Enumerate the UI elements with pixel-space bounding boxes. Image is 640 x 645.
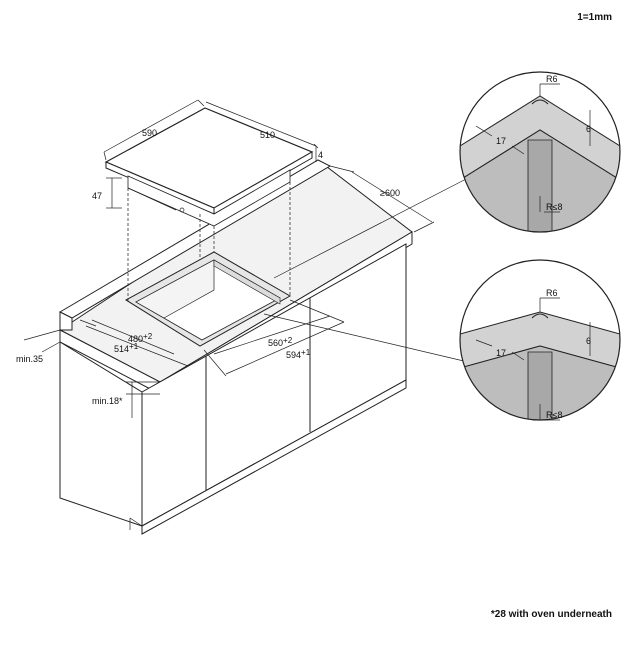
hob-depth-label: 510	[260, 130, 275, 140]
worktop-depth-label: ≥600	[380, 188, 400, 198]
cutout-width-2-label: 594+1	[286, 348, 311, 360]
hob	[104, 107, 314, 227]
cabinet	[58, 159, 413, 535]
cabinet-plinth	[141, 379, 407, 535]
leader-top	[273, 177, 469, 279]
cutout-depth-1-label: 480+2	[128, 332, 153, 344]
dimension-lines	[23, 99, 435, 418]
footnote: *28 with oven underneath	[490, 609, 612, 620]
detail-top-thickness: 6	[586, 124, 591, 134]
cutout	[125, 251, 292, 347]
leader-bottom	[263, 313, 469, 363]
scale-note: 1=1mm	[577, 12, 612, 23]
hob-height-label: 47	[92, 191, 102, 201]
detail-bottom-radius-bottom: R≤8	[546, 410, 562, 420]
cutout-depth-2-label: 514+1	[114, 342, 139, 354]
cutout-width-1-label: 560+2	[268, 336, 293, 348]
projection-lines	[127, 182, 291, 302]
detail-bottom-width: 17	[496, 348, 506, 358]
detail-top-radius: R6	[546, 74, 558, 84]
min-wall-distance-label: min.35	[16, 354, 43, 364]
detail-bottom-thickness: 6	[586, 336, 591, 346]
glass-thickness-label: 4	[318, 150, 323, 160]
hob-width-label: 590	[142, 128, 157, 138]
min-worktop-thickness-label: min.18*	[92, 396, 123, 406]
detail-bottom-radius: R6	[546, 288, 558, 298]
detail-top-width: 17	[496, 136, 506, 146]
detail-circle-top	[459, 71, 621, 233]
detail-circle-bottom	[459, 259, 621, 421]
detail-top-radius-bottom: R≤8	[546, 202, 562, 212]
